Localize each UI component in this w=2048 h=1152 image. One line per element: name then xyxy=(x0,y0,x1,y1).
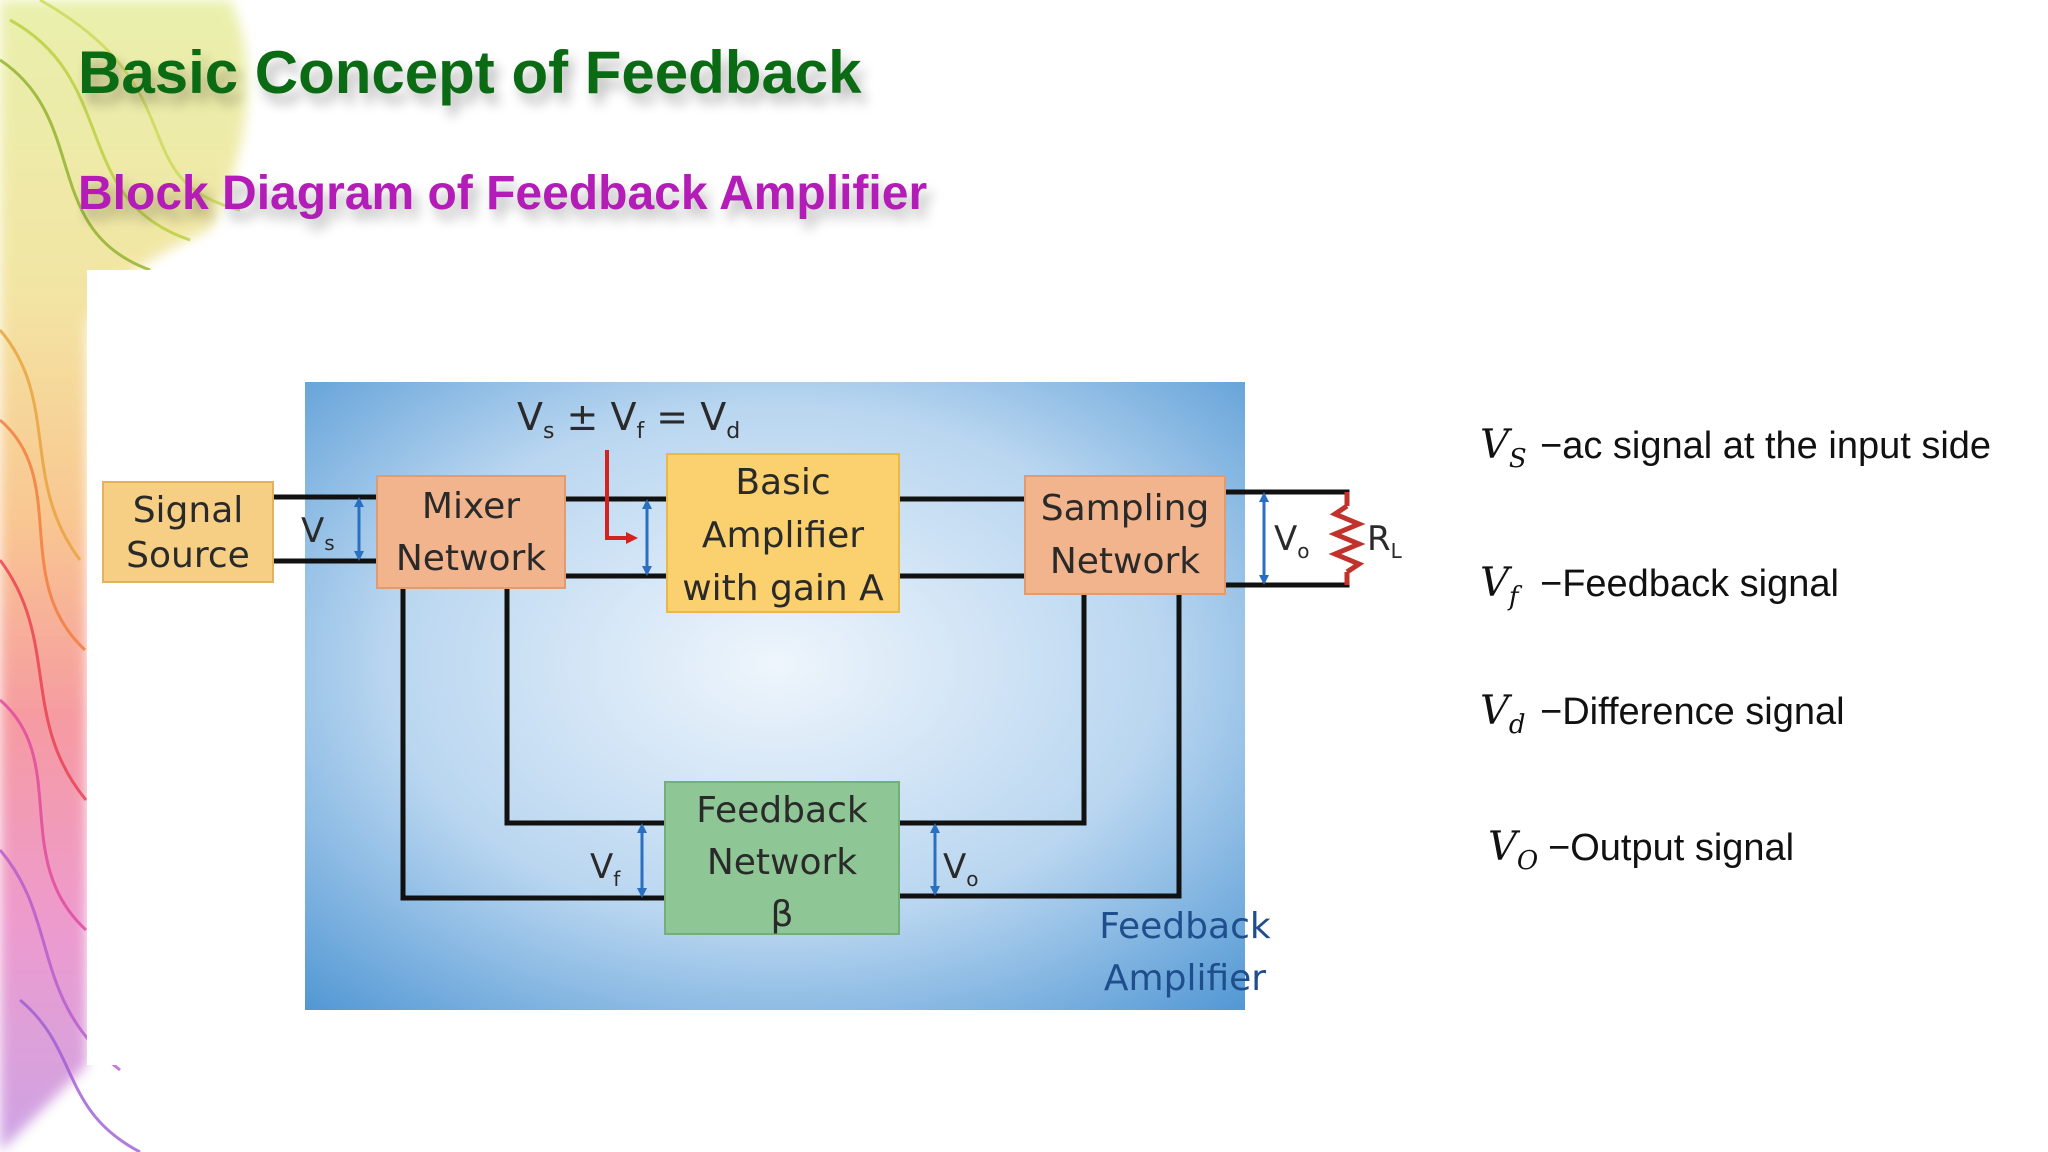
legend-vd-symbol: Vd xyxy=(1480,688,1526,740)
sampling-line2: Network xyxy=(1050,541,1200,582)
block-mixer-network: Mixer Network xyxy=(376,475,566,589)
legend-vf: Vf−Feedback signal xyxy=(1480,560,1839,612)
feedback-line3: β xyxy=(771,894,794,935)
load-resistor xyxy=(1328,492,1366,585)
legend-vd-dash: − xyxy=(1540,691,1563,733)
wire-mixer-feedback-inner xyxy=(504,585,668,826)
legend-vs-dash: − xyxy=(1540,425,1563,467)
legend-vd: Vd−Difference signal xyxy=(1480,688,1845,740)
signal-source-line2: Source xyxy=(126,535,250,576)
legend-vs-desc: ac signal at the input side xyxy=(1562,425,1992,467)
legend-vo: VO−Output signal xyxy=(1488,824,1794,876)
voltage-arrows xyxy=(354,492,1269,898)
block-sampling-network: Sampling Network xyxy=(1024,475,1226,595)
wire-mixer-feedback-outer xyxy=(400,585,668,901)
amplifier-line3: with gain A xyxy=(682,568,884,609)
wire-sampling-feedback-outer xyxy=(896,591,1182,899)
feedback-line1: Feedback xyxy=(696,790,868,831)
wires xyxy=(270,489,1350,901)
vs-label: Vs xyxy=(301,511,335,555)
block-basic-amplifier: Basic Amplifier with gain A xyxy=(666,453,900,613)
signal-source-line1: Signal xyxy=(133,490,244,531)
rl-label: RL xyxy=(1367,519,1403,563)
legend-vf-symbol: Vf xyxy=(1480,560,1519,612)
amplifier-line2: Amplifier xyxy=(702,515,864,556)
vo-label: Vo xyxy=(1274,519,1310,563)
vf-label: Vf xyxy=(590,847,621,891)
ribbon-wash xyxy=(0,0,248,1152)
mixer-line1: Mixer xyxy=(422,486,520,527)
legend-vo-desc: Output signal xyxy=(1570,827,1795,869)
caption-line2: Amplifier xyxy=(1104,958,1266,999)
sampling-line1: Sampling xyxy=(1041,488,1210,529)
mixer-line2: Network xyxy=(396,538,546,579)
legend-vs: VS−ac signal at the input side xyxy=(1480,422,1991,474)
wire-sampling-feedback-inner xyxy=(896,591,1087,826)
legend-vd-desc: Difference signal xyxy=(1562,691,1845,733)
caption-line1: Feedback xyxy=(1099,906,1271,947)
block-feedback-network: Feedback Network β xyxy=(664,781,900,935)
legend-vf-dash: − xyxy=(1540,563,1563,605)
amplifier-line1: Basic xyxy=(735,462,830,503)
legend-vs-symbol: VS xyxy=(1480,422,1527,474)
legend-vo-dash: − xyxy=(1548,827,1571,869)
vo2-label: Vo xyxy=(943,847,979,891)
legend-vo-symbol: VO xyxy=(1488,824,1539,876)
slide-title: Basic Concept of Feedback xyxy=(78,39,862,106)
mixer-equation: Vs ± Vf = Vd xyxy=(517,395,740,444)
legend-vf-desc: Feedback signal xyxy=(1562,563,1839,605)
feedback-line2: Network xyxy=(707,842,857,883)
difference-signal-arrow xyxy=(605,450,638,544)
block-signal-source: Signal Source xyxy=(102,481,274,583)
slide-subtitle: Block Diagram of Feedback Amplifier xyxy=(78,167,928,220)
feedback-amplifier-diagram: Signal Source Mixer Network Basic Amplif… xyxy=(102,382,1403,1010)
